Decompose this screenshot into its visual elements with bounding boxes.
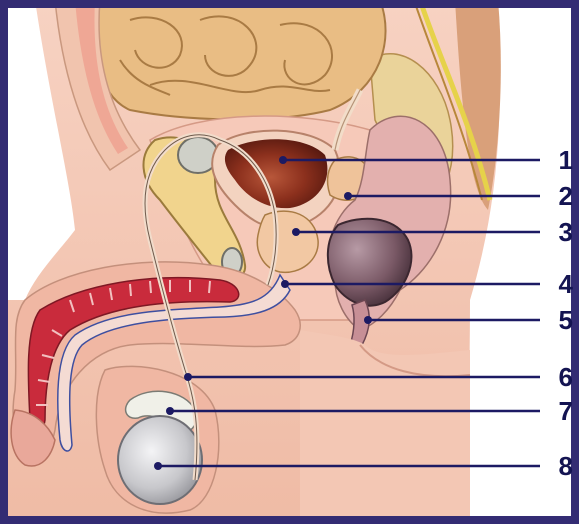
leader-dot-7 (166, 407, 174, 415)
leader-dot-8 (154, 462, 162, 470)
label-number-5: 5 (543, 307, 573, 333)
label-number-2: 2 (543, 183, 573, 209)
label-number-6: 6 (543, 364, 573, 390)
leader-dot-3 (292, 228, 300, 236)
leader-dot-1 (279, 156, 287, 164)
prostate (257, 211, 318, 272)
leader-dot-5 (364, 316, 372, 324)
label-number-4: 4 (543, 271, 573, 297)
label-number-8: 8 (543, 453, 573, 479)
leader-dot-6 (184, 373, 192, 381)
label-number-3: 3 (543, 219, 573, 245)
buttock (300, 330, 470, 524)
leader-dot-4 (281, 280, 289, 288)
testis (118, 416, 202, 504)
leader-dot-2 (344, 192, 352, 200)
intestines (95, 0, 385, 119)
label-number-1: 1 (543, 147, 573, 173)
label-number-7: 7 (543, 398, 573, 424)
